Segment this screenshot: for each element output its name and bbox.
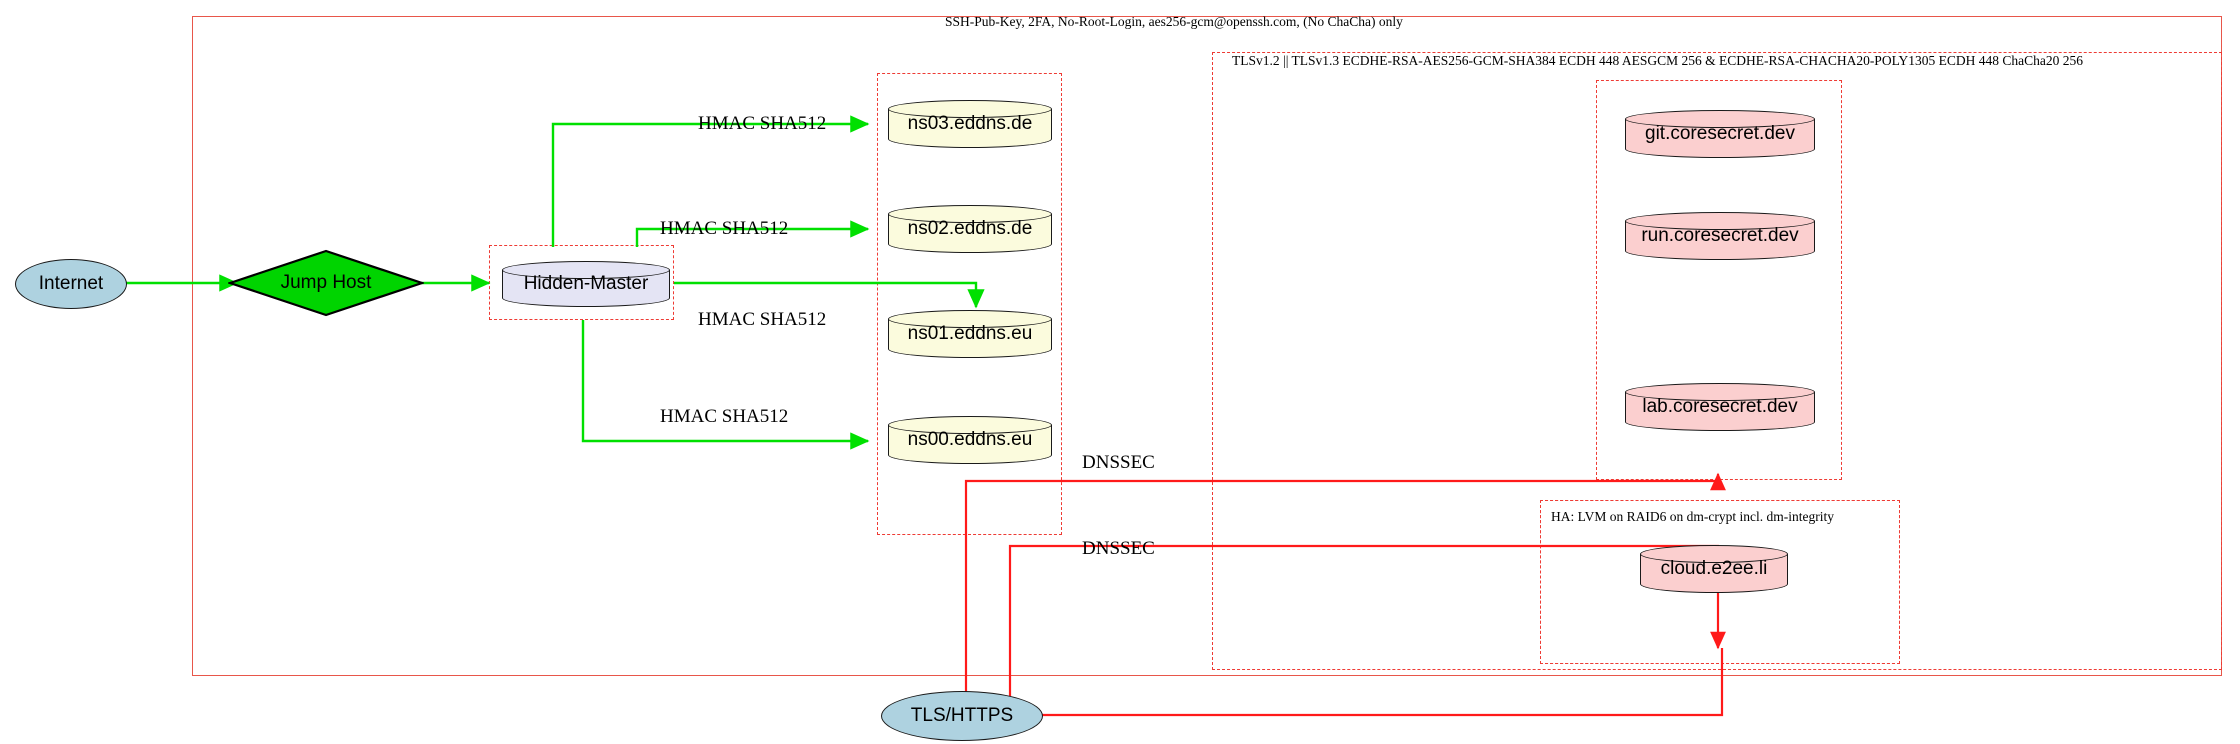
- node-internet-label: Internet: [38, 273, 104, 294]
- cylinder-top: [888, 205, 1052, 223]
- edge-label-hmac-ns01: HMAC SHA512: [698, 309, 827, 330]
- node-git-coresecret-label: git.coresecret.dev: [1645, 123, 1795, 144]
- edge-label-hmac-ns02: HMAC SHA512: [660, 218, 789, 239]
- node-internet[interactable]: Internet: [15, 259, 127, 309]
- node-hidden-master[interactable]: Hidden-Master: [502, 261, 670, 307]
- node-run-coresecret[interactable]: run.coresecret.dev: [1625, 212, 1815, 260]
- cluster-tls-boundary: [1212, 52, 2222, 670]
- node-tls-https[interactable]: TLS/HTTPS: [881, 691, 1043, 741]
- node-lab-coresecret-label: lab.coresecret.dev: [1642, 396, 1798, 417]
- node-ns02[interactable]: ns02.eddns.de: [888, 205, 1052, 253]
- cylinder-top: [888, 100, 1052, 118]
- node-ns02-label: ns02.eddns.de: [907, 218, 1033, 239]
- node-ns00-label: ns00.eddns.eu: [907, 429, 1033, 450]
- cylinder-top: [888, 310, 1052, 328]
- cluster-cloud-box: [1540, 500, 1900, 664]
- node-lab-coresecret[interactable]: lab.coresecret.dev: [1625, 383, 1815, 431]
- cylinder-top: [1625, 110, 1815, 128]
- edge-label-hmac-ns03: HMAC SHA512: [698, 113, 827, 134]
- cluster-ha-label: HA: LVM on RAID6 on dm-crypt incl. dm-in…: [1551, 509, 1834, 524]
- node-git-coresecret[interactable]: git.coresecret.dev: [1625, 110, 1815, 158]
- node-cloud-e2ee[interactable]: cloud.e2ee.li: [1640, 545, 1788, 593]
- cluster-tls-label: TLSv1.2 || TLSv1.3 ECDHE-RSA-AES256-GCM-…: [1232, 53, 2083, 68]
- node-ns03-label: ns03.eddns.de: [907, 113, 1033, 134]
- cluster-ssh-label: SSH-Pub-Key, 2FA, No-Root-Login, aes256-…: [945, 14, 1403, 29]
- node-ns01-label: ns01.eddns.eu: [907, 323, 1033, 344]
- node-ns01[interactable]: ns01.eddns.eu: [888, 310, 1052, 358]
- node-tls-https-label: TLS/HTTPS: [910, 705, 1014, 726]
- node-jump-host[interactable]: Jump Host: [228, 249, 424, 317]
- cylinder-top: [502, 261, 670, 279]
- node-cloud-e2ee-label: cloud.e2ee.li: [1660, 558, 1768, 579]
- node-run-coresecret-label: run.coresecret.dev: [1641, 225, 1799, 246]
- cylinder-top: [1625, 383, 1815, 401]
- cylinder-top: [1625, 212, 1815, 230]
- node-hidden-master-label: Hidden-Master: [523, 273, 649, 294]
- node-jump-host-label: Jump Host: [280, 272, 372, 293]
- edge-label-dnssec-lower: DNSSEC: [1082, 538, 1155, 559]
- edge-label-dnssec-upper: DNSSEC: [1082, 452, 1155, 473]
- node-ns00[interactable]: ns00.eddns.eu: [888, 416, 1052, 464]
- node-ns03[interactable]: ns03.eddns.de: [888, 100, 1052, 148]
- cylinder-top: [1640, 545, 1788, 563]
- cylinder-top: [888, 416, 1052, 434]
- cluster-nameservers-box: [877, 73, 1062, 535]
- edge-label-hmac-ns00: HMAC SHA512: [660, 406, 789, 427]
